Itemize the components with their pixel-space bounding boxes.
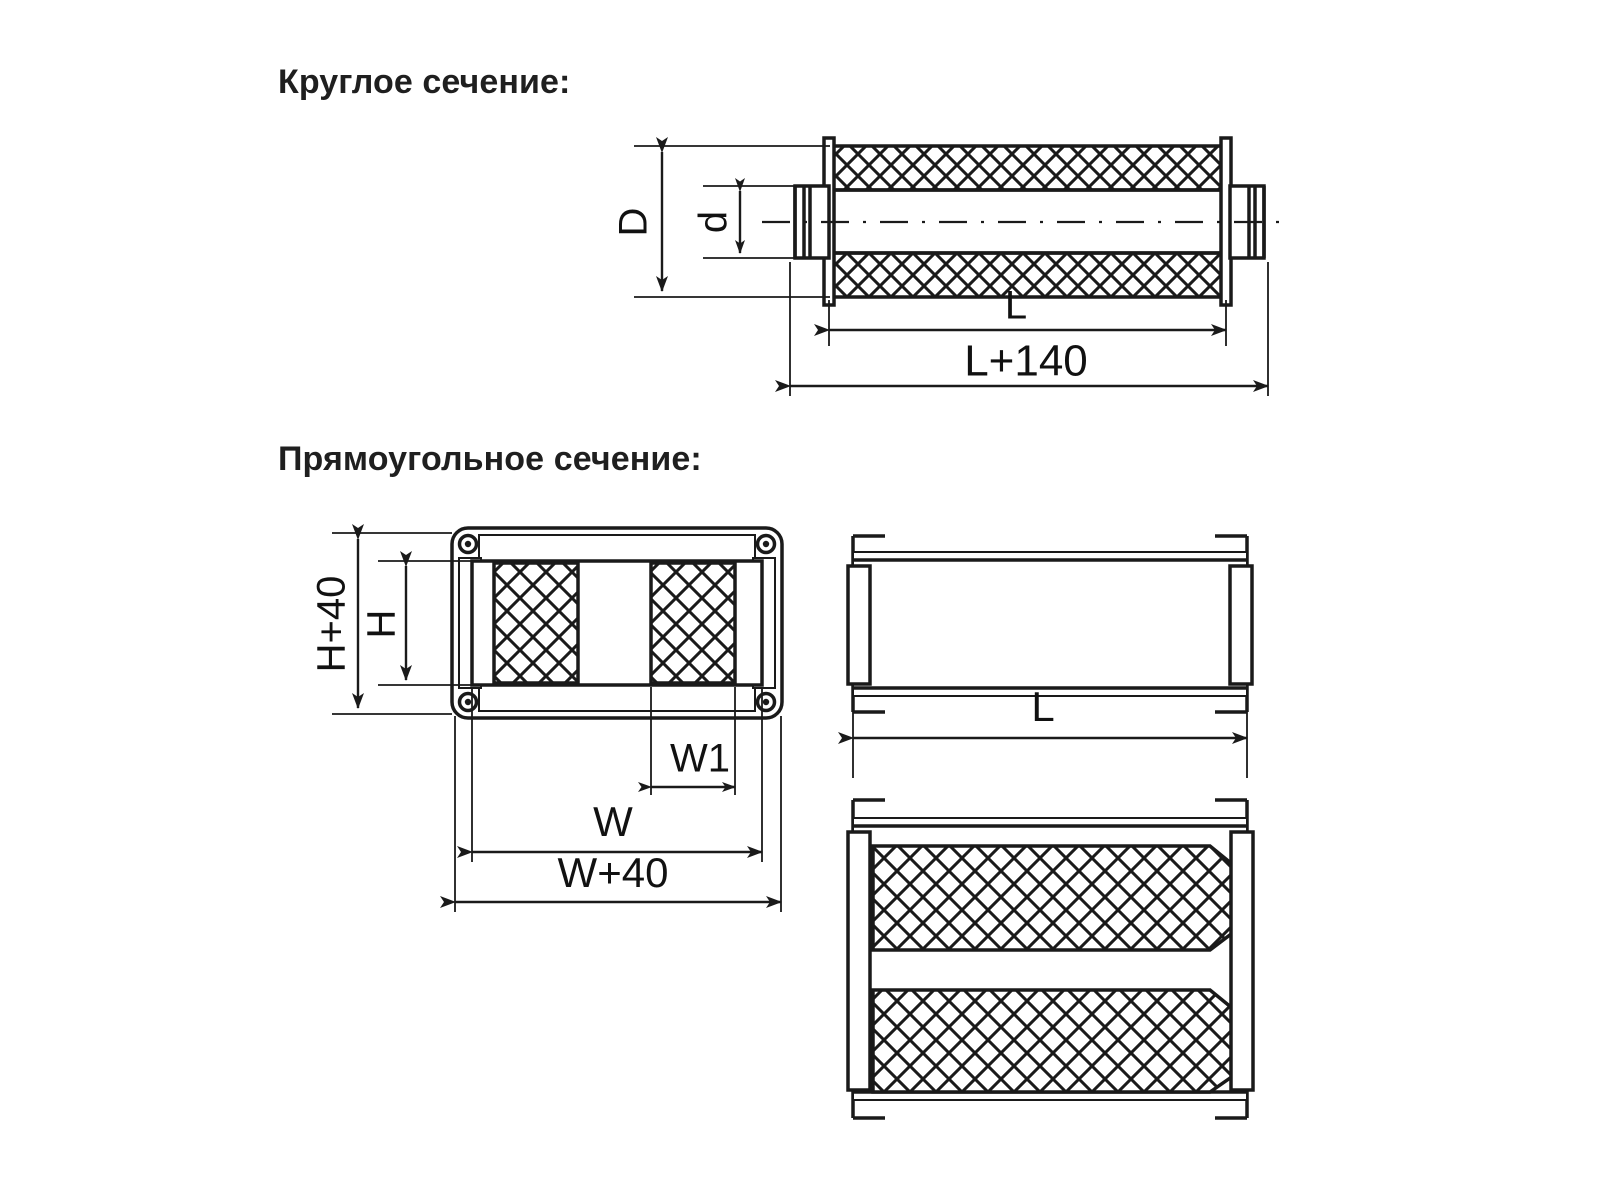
dimension-label-W: W (593, 798, 633, 845)
rect-top-flange-left (846, 564, 872, 686)
dimension-L-plus-140: L+140 (775, 262, 1269, 396)
dimension-W1: W1 (638, 687, 736, 795)
dimension-label-H-plus-40: H+40 (310, 576, 354, 673)
rect-splitters (492, 561, 737, 685)
dimension-H-plus-40: H+40 (310, 524, 452, 715)
dimension-label-L-round: L (1005, 284, 1027, 328)
dimension-W: W (457, 687, 763, 862)
round-left-spigot (793, 184, 831, 260)
rect-top-flange-right (1228, 564, 1254, 686)
rect-section-splitter-upper (871, 844, 1245, 952)
dimension-W-plus-40: W+40 (440, 716, 782, 912)
rect-section-flange-left (846, 830, 872, 1092)
section-heading-round: Круглое сечение: (278, 63, 571, 101)
rect-flange-rail-bottom (478, 684, 756, 712)
dimension-L-rect: L (838, 683, 1248, 778)
dimension-label-H: H (360, 610, 404, 639)
dimension-label-W1: W1 (670, 737, 730, 781)
round-silencer-view: D d L L+140 (612, 136, 1290, 396)
dimension-L-round: L (814, 284, 1227, 346)
dimension-d: d (692, 178, 800, 259)
dimension-label-D: D (612, 208, 656, 237)
rect-section-flange-right (1229, 830, 1255, 1092)
rect-section-splitter-lower (871, 988, 1245, 1094)
dimension-label-d: d (692, 211, 736, 233)
round-body-outline (832, 188, 1223, 255)
rect-flange-rail-top (478, 534, 756, 562)
section-heading-rectangular: Прямоугольное сечение: (278, 440, 702, 478)
rect-top-view: L (838, 534, 1254, 778)
rect-front-view: H+40 H W1 W (310, 524, 784, 912)
dimension-label-L-plus-140: L+140 (964, 337, 1088, 386)
dimension-label-W-plus-40: W+40 (558, 849, 669, 896)
dimension-D: D (612, 137, 830, 298)
dimension-label-L-rect: L (1031, 683, 1054, 730)
rect-flange-bolt-holes (457, 533, 777, 713)
rect-section-view (846, 798, 1255, 1120)
rect-top-casing (852, 551, 1248, 697)
dimension-H: H (360, 551, 478, 686)
